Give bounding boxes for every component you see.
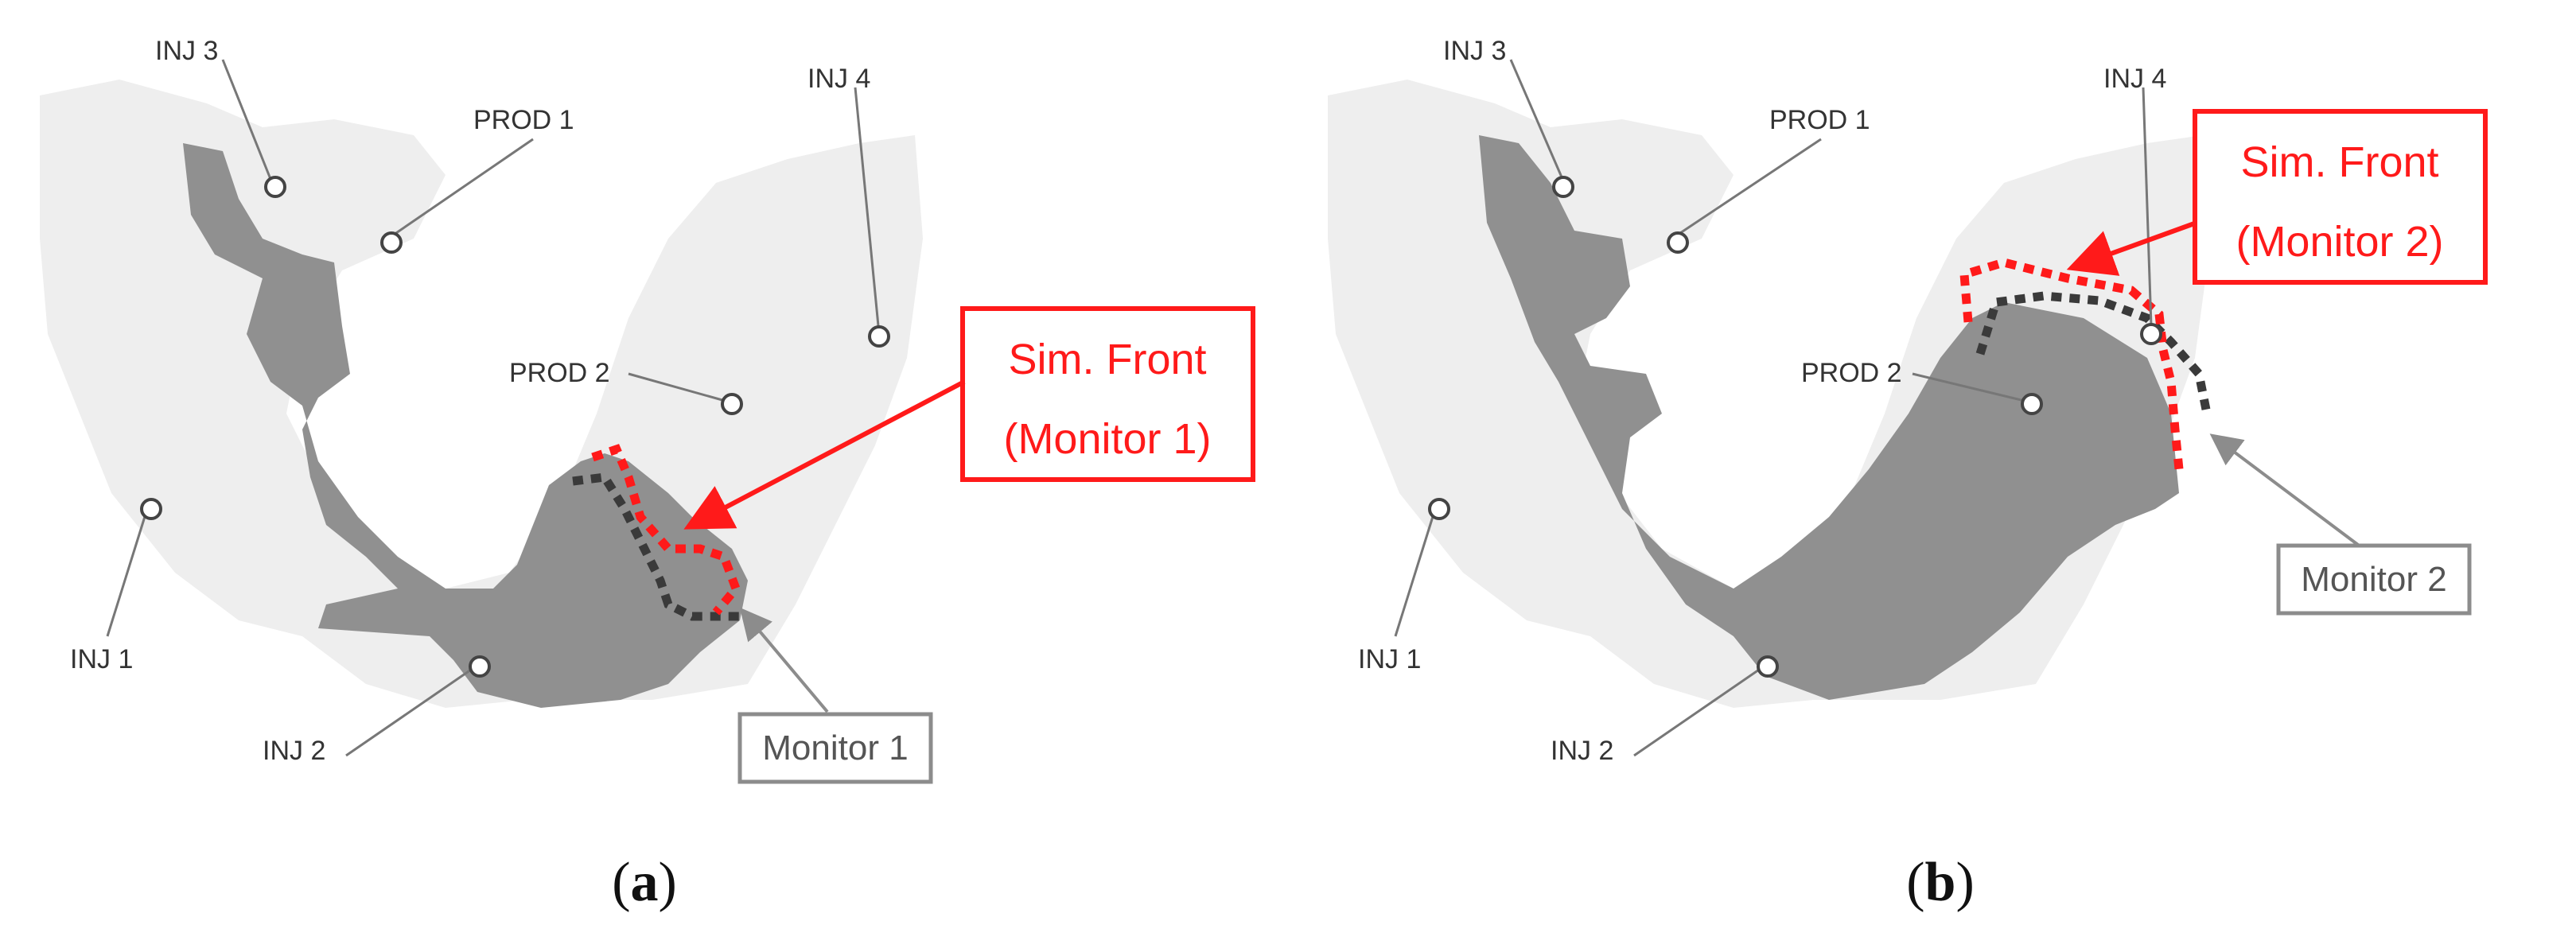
well-leaders [1394, 59, 2153, 757]
sim-front-label-line1: Sim. Front [2240, 138, 2438, 186]
well-label-prod1: PROD 1 [1769, 105, 1870, 135]
well-marker-prod2 [2021, 393, 2043, 415]
swept-zone [183, 143, 748, 708]
well-label-prod2: PROD 2 [509, 358, 610, 388]
sim-front-label-line2: (Monitor 1) [1003, 415, 1211, 463]
sim-front-box [2193, 109, 2488, 285]
well-marker-inj2 [469, 655, 491, 678]
sim-front-line [1959, 258, 2184, 470]
well-label-inj3: INJ 3 [1443, 36, 1506, 66]
panel-caption-a: (a) [612, 852, 677, 913]
well-label-inj4: INJ 4 [807, 64, 870, 94]
monitor-arrow [2209, 433, 2360, 546]
panel-a-map: INJ 3 PROD 1 INJ 4 PROD 2 INJ 1 INJ 2 Si… [40, 36, 1255, 784]
well-marker-inj3 [264, 176, 286, 198]
well-marker-prod2 [721, 393, 743, 415]
panel-b: INJ 3 PROD 1 INJ 4 PROD 2 INJ 1 INJ 2 Si… [1288, 0, 2576, 952]
well-label-prod2: PROD 2 [1801, 358, 1902, 388]
well-marker-inj1 [1428, 498, 1450, 520]
sim-front-arrow [2066, 220, 2198, 276]
monitor-box [737, 712, 933, 784]
sim-front-box [960, 306, 1255, 482]
well-marker-inj4 [2140, 323, 2162, 345]
panel-a: INJ 3 PROD 1 INJ 4 PROD 2 INJ 1 INJ 2 Si… [40, 36, 1255, 913]
well-marker-inj1 [140, 498, 162, 520]
well-label-inj2: INJ 2 [263, 736, 325, 766]
well-marker-inj3 [1552, 176, 1574, 198]
well-marker-prod1 [1667, 231, 1689, 254]
monitor-front-line [1975, 291, 2212, 415]
panel-caption-b: (b) [1906, 852, 1975, 913]
sim-front-arrow [683, 379, 966, 530]
well-leaders [106, 59, 881, 757]
well-label-inj3: INJ 3 [155, 36, 218, 66]
well-label-inj1: INJ 1 [1358, 644, 1421, 674]
monitor-front-line [572, 472, 740, 621]
well-label-prod1: PROD 1 [473, 105, 574, 135]
well-marker-inj4 [868, 325, 890, 348]
well-label-inj2: INJ 2 [1551, 736, 1613, 766]
well-label-inj1: INJ 1 [70, 644, 133, 674]
panel-b-map: INJ 3 PROD 1 INJ 4 PROD 2 INJ 1 INJ 2 Si… [1328, 36, 2488, 766]
well-marker-inj2 [1757, 655, 1779, 678]
sim-front-label-line2: (Monitor 2) [2236, 218, 2443, 266]
well-label-inj4: INJ 4 [2103, 64, 2166, 94]
monitor-arrow [739, 607, 829, 713]
monitor-label: Monitor 2 [2301, 560, 2446, 599]
swept-zone [1479, 135, 2179, 700]
well-marker-prod1 [380, 231, 403, 254]
monitor-box [2276, 543, 2472, 616]
sim-front-label-line1: Sim. Front [1008, 336, 1206, 383]
monitor-label: Monitor 1 [762, 729, 908, 767]
